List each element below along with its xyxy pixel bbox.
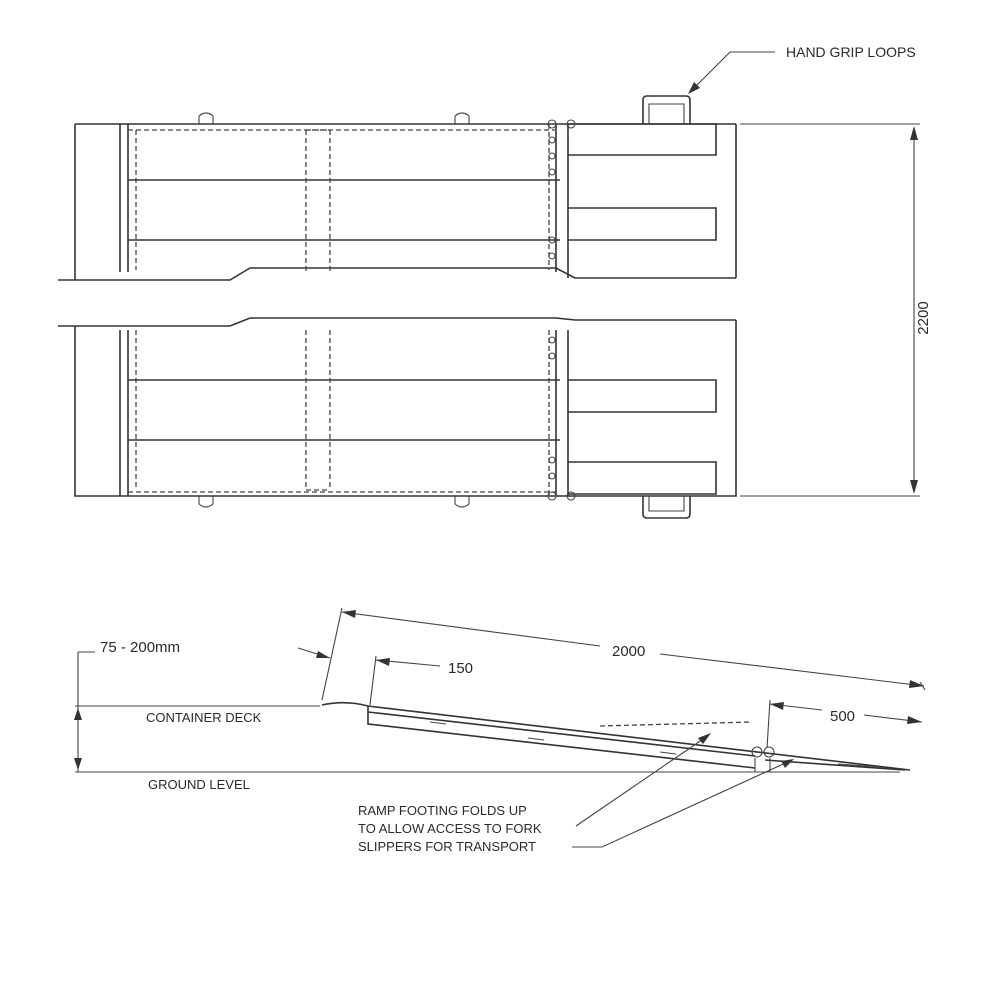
footing-dim-label: 500	[830, 708, 855, 725]
footing-note: RAMP FOOTING FOLDS UP TO ALLOW ACCESS TO…	[358, 733, 794, 854]
note-line-2: TO ALLOW ACCESS TO FORK	[358, 821, 542, 836]
hand-grip-label: HAND GRIP LOOPS	[786, 44, 916, 60]
container-deck-label: CONTAINER DECK	[146, 710, 262, 725]
footing-dimension: 500	[766, 699, 923, 749]
lip-dim-label: 150	[448, 660, 473, 677]
hinge-bolts	[547, 119, 576, 501]
lip-dimension: 150	[369, 655, 473, 706]
plan-view: 2200 HAND GRIP LOOPS	[58, 44, 932, 519]
height-dimension: 75 - 200mm	[74, 639, 331, 772]
plan-upper-half	[58, 95, 737, 281]
length-dim-label: 2000	[612, 643, 645, 660]
note-line-3: SLIPPERS FOR TRANSPORT	[358, 839, 536, 854]
ramp-body	[321, 701, 911, 772]
height-range-label: 75 - 200mm	[100, 639, 180, 656]
plan-lower-half	[58, 317, 737, 519]
width-dimension: 2200	[740, 123, 932, 497]
width-dim-label: 2200	[915, 301, 932, 334]
side-view: 75 - 200mm CONTAINER DECK GROUND LEVEL 2…	[74, 607, 926, 854]
hand-grip-callout: HAND GRIP LOOPS	[688, 44, 916, 94]
length-dimension: 2000	[321, 607, 926, 701]
note-line-1: RAMP FOOTING FOLDS UP	[358, 803, 527, 818]
ground-level-label: GROUND LEVEL	[148, 777, 250, 792]
